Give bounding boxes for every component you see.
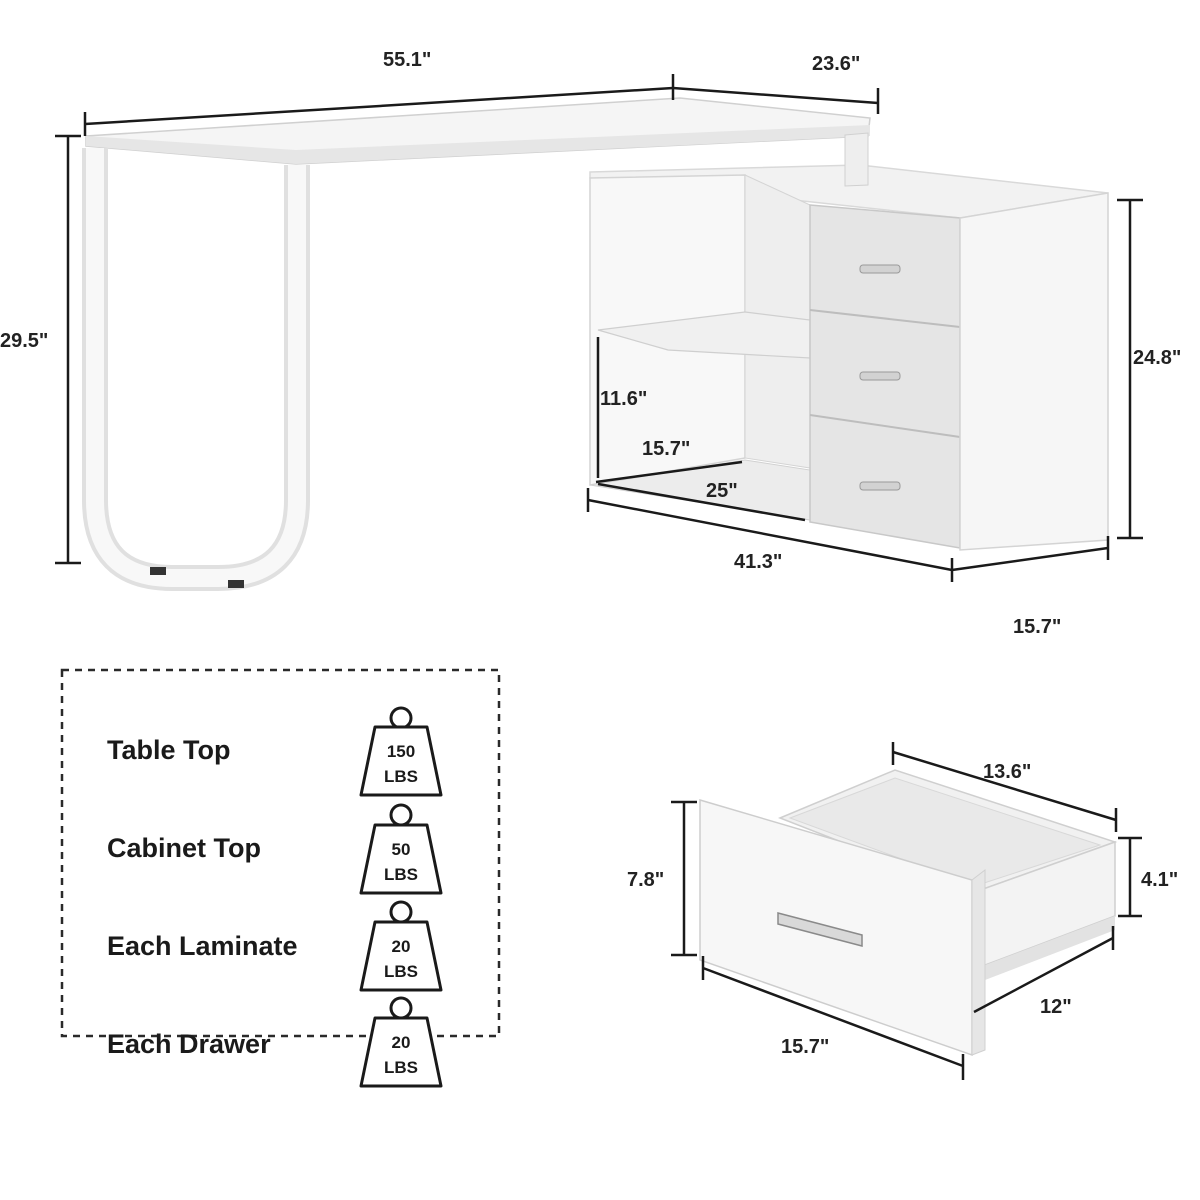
weight-icon [359, 803, 443, 895]
drawer-handle [859, 264, 901, 274]
cabinet-depth-label: 15.7" [1013, 616, 1061, 638]
weight-icon [359, 996, 443, 1088]
drawer-front-width-label: 15.7" [781, 1036, 829, 1058]
table-support [844, 132, 869, 187]
drawer-front-handle [777, 912, 863, 947]
desk-illustration [82, 97, 1109, 591]
drawer-handle [859, 371, 901, 381]
leg-foot [228, 580, 244, 588]
height-label: 29.5" [0, 330, 48, 352]
drawer-bottom [972, 916, 1115, 985]
return-depth-label: 23.6" [812, 53, 860, 75]
leg-foot [150, 567, 166, 575]
load-label: Table Top [107, 735, 231, 765]
weight-icon [359, 900, 443, 992]
drawer-inner-height-label: 4.1" [1141, 869, 1178, 891]
drawer-dimension-lines [671, 742, 1142, 1080]
drawer-inner-width-label: 13.6" [983, 761, 1031, 783]
weight-value: 150 [387, 742, 415, 761]
shelf-depth-label: 15.7" [642, 438, 690, 460]
weight-unit: LBS [384, 962, 418, 981]
weight-value: 50 [392, 840, 411, 859]
drawer-illustration [699, 769, 1118, 1057]
drawer-depth-label: 12" [1040, 996, 1072, 1018]
table-top-edge [86, 125, 870, 164]
weight-icon [359, 706, 443, 797]
weight-value: 20 [392, 937, 411, 956]
width-label: 55.1" [383, 49, 431, 71]
shelf-width-label: 25" [706, 480, 738, 502]
shelf-height-label: 11.6" [600, 388, 647, 410]
u-leg [82, 148, 310, 591]
load-label: Cabinet Top [107, 833, 261, 863]
weight-unit: LBS [384, 865, 418, 884]
cabinet-length-label: 41.3" [734, 551, 782, 573]
weight-unit: LBS [384, 1058, 418, 1077]
load-label: Each Drawer [107, 1029, 271, 1059]
cabinet-height-label: 24.8" [1133, 347, 1181, 369]
load-label: Each Laminate [107, 931, 298, 961]
cabinet-right-panel [959, 192, 1109, 551]
drawer-front-height-label: 7.8" [627, 869, 664, 891]
weight-value: 20 [392, 1033, 411, 1052]
load-capacity-panel: Table Top 150 LBS Cabinet Top 50 LBS Eac… [60, 668, 501, 1088]
weight-unit: LBS [384, 767, 418, 786]
drawer-handle [859, 481, 901, 491]
dimension-lines [55, 74, 1143, 582]
